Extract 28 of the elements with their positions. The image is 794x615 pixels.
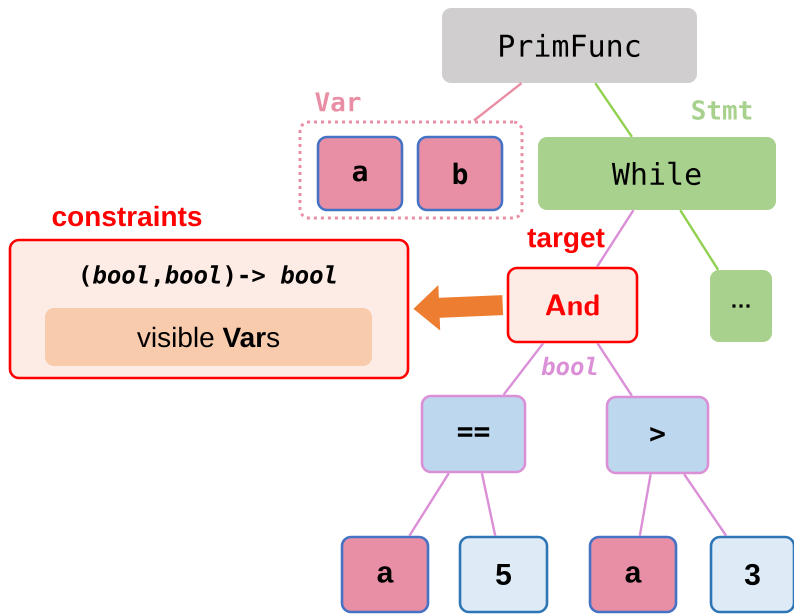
type-label: Var: [315, 92, 360, 112]
tree-line: [679, 210, 720, 270]
tree-line: [408, 472, 450, 536]
variable-box: a: [316, 136, 404, 212]
variable-box: a: [340, 536, 430, 614]
tree-line: [596, 342, 633, 396]
constant-box: 5: [458, 536, 548, 614]
tree-line: [473, 82, 522, 122]
operator-box: >: [606, 396, 710, 474]
target-box: And: [506, 266, 638, 344]
variable-box: b: [416, 136, 504, 212]
tree-line: [480, 473, 496, 536]
variable-box: a: [588, 536, 678, 614]
type-label: bool: [542, 356, 597, 376]
tree-line: [594, 82, 633, 138]
constant-box: 3: [710, 536, 794, 614]
heading-label: target: [527, 228, 605, 254]
heading-label: constraints: [52, 206, 202, 226]
statement-box: While: [538, 137, 776, 210]
tree-line: [596, 210, 634, 268]
tree-line: [638, 474, 652, 536]
tree-line: [683, 474, 728, 536]
operator-box: ==: [420, 394, 526, 474]
tree-line: [502, 342, 544, 396]
visible-vars-box: visible Vars: [45, 308, 372, 366]
type-label: Stmt: [692, 100, 752, 120]
root-box: PrimFunc: [442, 8, 698, 83]
statement-box: …: [710, 270, 772, 342]
